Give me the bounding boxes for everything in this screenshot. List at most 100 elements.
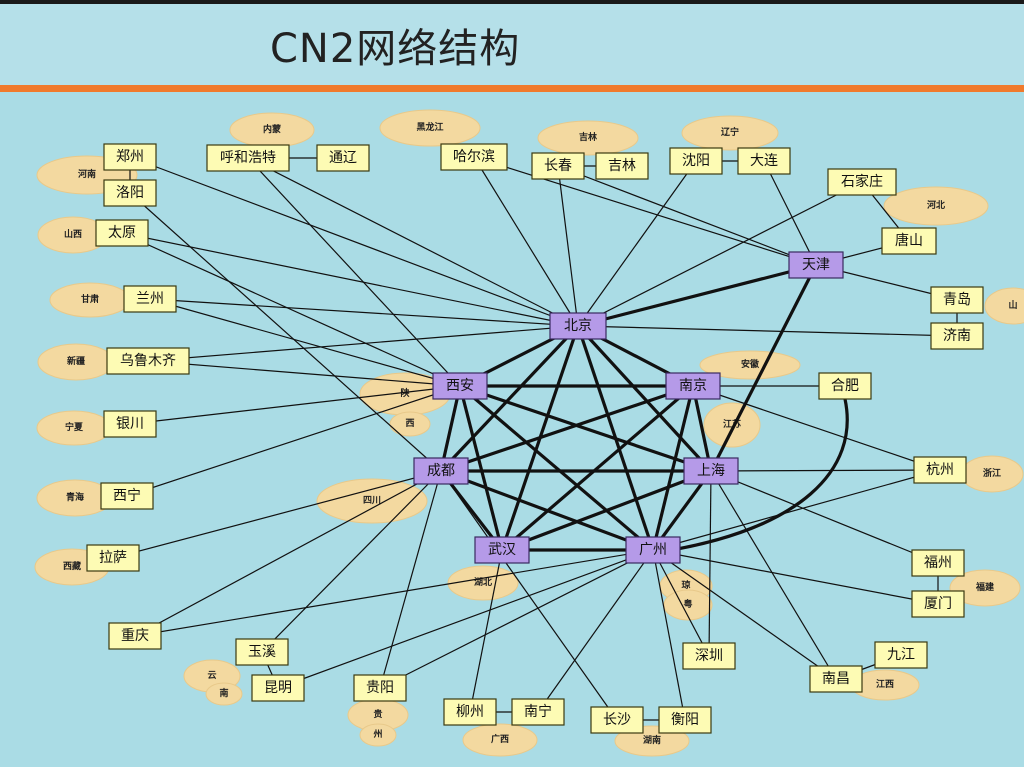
node-box [549, 312, 607, 340]
link-changchun-tianjin [557, 165, 817, 266]
trunk-shanghai-wuhan [501, 469, 712, 552]
city-node-haerbin: 哈尔滨 [440, 143, 508, 171]
node-box [106, 347, 190, 375]
city-node-fuzhou: 福州 [911, 549, 965, 577]
network-diagram: 河南内蒙黑龙江吉林辽宁河北山西甘肃新疆宁夏青海西藏陕西四川云南贵州湖北广西湖南琼… [34, 109, 1024, 757]
node-box [930, 286, 984, 314]
node-box [913, 456, 967, 484]
hub-node-beijing: 北京 [549, 312, 607, 340]
link-haerbin-tianjin [473, 156, 817, 266]
node-box [103, 179, 157, 207]
node-label: 唐山 [895, 232, 923, 249]
node-label: 柳州 [456, 703, 484, 720]
region-label: 宁夏 [65, 421, 84, 433]
trunk-beijing-chengdu [439, 324, 580, 473]
node-label: 杭州 [926, 462, 954, 478]
region-cloud [462, 723, 538, 757]
hub-node-wuhan: 武汉 [474, 536, 530, 564]
region-guangxi: 广西 [462, 723, 538, 757]
region-label: 云 [207, 670, 216, 681]
link-huhehaote-beijing [247, 157, 579, 327]
region-cloud [205, 682, 243, 706]
region-zhejiang: 浙江 [960, 455, 1024, 493]
trunk-xian-wuhan [458, 385, 504, 551]
city-node-dalian: 大连 [737, 147, 791, 175]
node-box [531, 152, 585, 180]
node-box [103, 143, 157, 171]
region-label: 新疆 [67, 355, 85, 367]
city-node-shenzhen: 深圳 [682, 642, 736, 670]
region-liaoning: 辽宁 [681, 115, 779, 151]
city-node-chongqing: 重庆 [108, 622, 162, 650]
city-node-jiujiang: 九江 [874, 641, 928, 669]
city-node-changchun: 长春 [531, 152, 585, 180]
region-label: 浙江 [983, 467, 1001, 479]
city-node-tongliao: 通辽 [316, 144, 370, 172]
city-node-guiyang: 贵阳 [353, 674, 407, 702]
city-node-kunming: 昆明 [251, 674, 305, 702]
node-label: 吉林 [608, 158, 636, 174]
region-cloud [703, 402, 761, 448]
link-chongqing-chengdu [134, 470, 442, 637]
region-label: 青海 [66, 491, 84, 503]
trunk-beijing-tianjin [577, 263, 817, 328]
region-anhui: 安徽 [699, 350, 801, 380]
node-box [100, 482, 154, 510]
region-label: 西 [405, 418, 414, 429]
node-label: 衡阳 [671, 712, 699, 728]
link-lanzhou-xian [149, 298, 461, 387]
node-box [809, 665, 863, 693]
node-label: 太原 [108, 225, 136, 241]
city-node-yuxi: 玉溪 [235, 638, 289, 666]
region-label: 粤 [683, 598, 692, 610]
region-gansu: 甘肃 [49, 282, 131, 318]
node-box [316, 144, 370, 172]
city-node-shenyang: 沈阳 [669, 147, 723, 175]
region-xinjiang: 新疆 [37, 343, 115, 381]
link-nanning-guangzhou [537, 549, 654, 713]
city-node-nanning: 南宁 [511, 698, 565, 726]
trunk-xian-shanghai [459, 384, 712, 473]
node-label: 厦门 [924, 596, 952, 612]
node-box [251, 674, 305, 702]
title-area: CN2网络结构 [0, 4, 1024, 86]
link-nanchang-shanghai [710, 470, 837, 680]
node-label: 上海 [697, 463, 725, 479]
region-heilongjiang: 黑龙江 [379, 109, 481, 147]
node-label: 长沙 [603, 712, 631, 728]
node-box [818, 372, 872, 400]
region-sichuan: 四川 [316, 478, 428, 524]
link-shenzhen-shanghai [708, 470, 712, 657]
link-wulumuqi-xian [147, 360, 461, 387]
node-label: 合肥 [831, 378, 859, 394]
city-node-hangzhou: 杭州 [913, 456, 967, 484]
region-label: 黑龙江 [416, 121, 443, 133]
city-node-luoyang: 洛阳 [103, 179, 157, 207]
node-label: 洛阳 [116, 185, 144, 201]
node-box [95, 219, 149, 247]
node-box [827, 168, 897, 196]
link-hangzhou-guangzhou [652, 469, 941, 551]
link-shijiazhuang-beijing [577, 181, 863, 327]
node-label: 南昌 [822, 671, 850, 687]
link-dalian-tianjin [763, 160, 817, 266]
link-hangzhou-shanghai [710, 469, 941, 472]
node-label: 南京 [679, 378, 707, 394]
city-node-shijiazhuang: 石家庄 [827, 168, 897, 196]
node-label: 呼和浩特 [220, 150, 276, 166]
node-box [595, 152, 649, 180]
region-label: 河北 [927, 199, 945, 211]
link-lasa-chengdu [112, 470, 442, 559]
trunk-tianjin-shanghai [709, 264, 818, 472]
hub-node-tianjin: 天津 [788, 251, 844, 279]
region-cloud [663, 589, 713, 621]
node-box [413, 457, 469, 485]
node-label: 广州 [639, 542, 667, 558]
hub-node-shanghai: 上海 [683, 457, 739, 485]
region-label: 山 [1008, 299, 1017, 311]
region-label: 贵 [373, 708, 382, 720]
node-label: 西宁 [113, 487, 141, 504]
city-node-lasa: 拉萨 [86, 544, 140, 572]
region-cloud [537, 120, 639, 156]
region-jiangxi: 江西 [850, 669, 920, 701]
